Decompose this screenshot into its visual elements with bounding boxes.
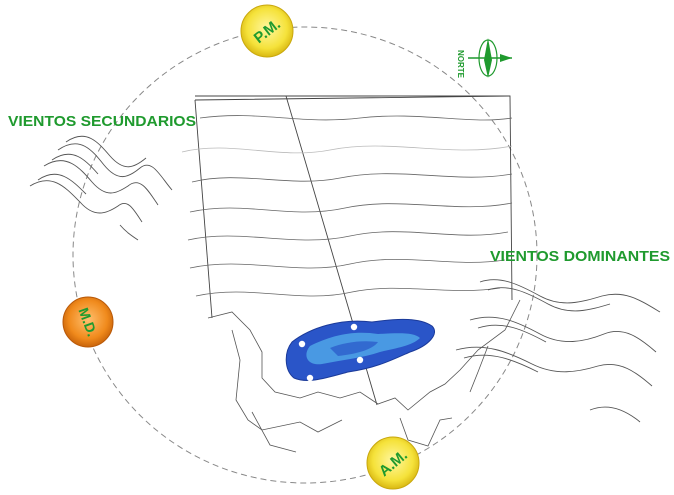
sun-position-am: A.M. bbox=[366, 436, 420, 490]
dominant-winds-arrows bbox=[455, 279, 661, 423]
north-arrow-icon bbox=[468, 38, 512, 78]
sun-path-circle bbox=[72, 26, 538, 484]
terrain-outline bbox=[207, 299, 521, 453]
secondary-winds-arrows bbox=[29, 135, 173, 241]
sun-position-md: M.D. bbox=[62, 296, 114, 348]
dominant-winds-label: VIENTOS DOMINANTES bbox=[490, 248, 670, 265]
north-label: NORTE bbox=[456, 50, 465, 79]
secondary-winds-label: VIENTOS SECUNDARIOS bbox=[8, 113, 196, 130]
topographic-contours bbox=[181, 115, 513, 297]
water-body bbox=[285, 318, 435, 382]
sun-position-pm: P.M. bbox=[240, 4, 294, 58]
